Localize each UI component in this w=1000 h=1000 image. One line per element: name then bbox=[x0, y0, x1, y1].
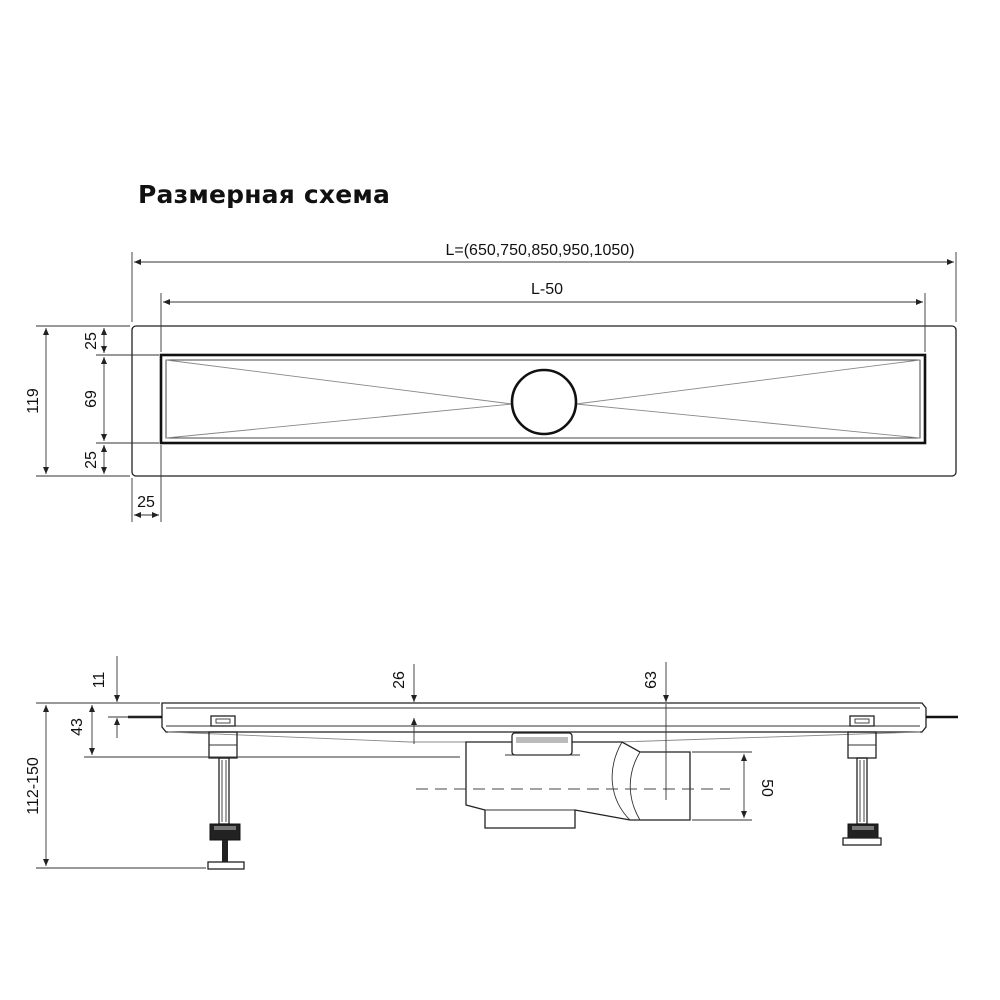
outlet-diameter-label: 50 bbox=[758, 779, 775, 797]
drain-plate-outline bbox=[131, 325, 957, 477]
siphon-outlet bbox=[416, 732, 730, 829]
edge-top-label: 25 bbox=[83, 332, 100, 350]
side-view: 11 43 112-150 26 63 50 bbox=[25, 656, 958, 870]
grate-slot-outline bbox=[159, 353, 927, 445]
body-depth-label: 43 bbox=[69, 718, 86, 736]
left-adjustable-foot bbox=[207, 715, 245, 870]
flange-height-label: 11 bbox=[91, 672, 108, 689]
slope-lines bbox=[165, 359, 921, 439]
diagram-title: Размерная схема bbox=[138, 180, 391, 209]
right-adjustable-foot bbox=[842, 715, 882, 846]
drain-hole bbox=[510, 368, 578, 436]
outlet-offset-a-label: 26 bbox=[391, 671, 408, 689]
total-height-label: 112-150 bbox=[25, 757, 42, 815]
drain-body-profile bbox=[161, 702, 927, 733]
edge-left-label: 25 bbox=[137, 494, 155, 511]
outlet-offset-b-label: 63 bbox=[643, 671, 660, 689]
top-view: L=(650,750,850,950,1050) L-50 119 25 69 … bbox=[25, 242, 957, 522]
total-width-label: 119 bbox=[25, 388, 42, 414]
edge-bottom-label: 25 bbox=[83, 451, 100, 469]
inner-length-label: L-50 bbox=[531, 281, 563, 298]
overall-length-label: L=(650,750,850,950,1050) bbox=[445, 242, 634, 259]
slot-width-label: 69 bbox=[83, 390, 100, 408]
